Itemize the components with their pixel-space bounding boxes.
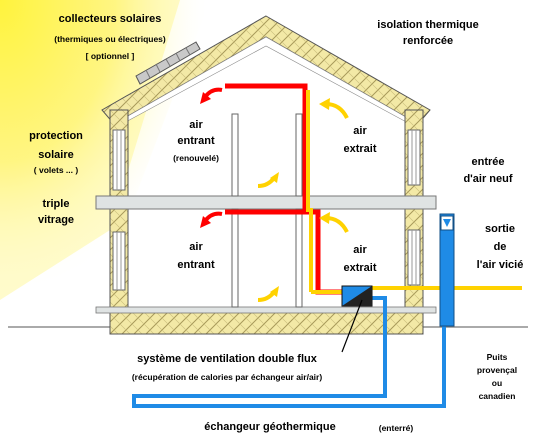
solar-optional-label: [ optionnel ] [86,51,135,61]
air-out-bottom-label-2: extrait [343,262,376,274]
yellow-curved-arrow-icon [257,176,276,188]
fresh-air-intake [439,213,455,327]
air-in-bottom-label-1: air [189,241,203,253]
red-curved-arrow-icon [203,211,223,223]
triple-glazing-right [407,129,421,286]
air-out-top-label-1: air [353,125,367,137]
air-out-bottom-label-1: air [353,244,367,256]
air-in-bottom-label-2: entrant [177,259,215,271]
air-out-top-label-2: extrait [343,143,376,155]
supply-duct [225,83,342,295]
solar-collectors-label: collecteurs solaires [59,13,162,25]
fresh-air-duct [132,296,446,408]
triple-glazing-label-1: triple [43,198,70,210]
foundation [109,311,424,335]
labels: collecteurs solaires (thermiques ou élec… [29,13,523,433]
floor-slab [95,195,437,210]
insulation-label-1: isolation thermique [377,19,478,31]
air-in-top-label-3: (renouvelé) [173,153,219,163]
protection-label-3: ( volets ... ) [34,165,79,175]
extract-duct [306,90,342,294]
red-curved-arrow-icon [203,87,223,99]
buried-label: (enterré) [379,423,414,433]
well-label-4: canadien [479,391,516,401]
fresh-air-label-2: d'air neuf [463,173,512,185]
ventilation-subtitle: (récupération de calories par échangeur … [132,372,323,382]
well-label-1: Puits [487,352,508,362]
insulation-label-2: renforcée [403,35,453,47]
triple-glazing-left [112,129,126,291]
airflow-arrows [200,87,349,302]
triple-glazing-label-2: vitrage [38,214,74,226]
protection-label-1: protection [29,130,83,142]
interior-partitions [231,113,303,308]
air-in-top-label-2: entrant [177,135,215,147]
yellow-curved-arrow-icon [257,290,276,302]
well-label-3: ou [492,378,502,388]
protection-label-2: solaire [38,149,73,161]
sunlight [0,0,210,300]
solar-type-label: (thermiques ou électriques) [54,34,166,44]
heat-exchanger-icon [341,285,373,353]
solar-collector-panel [135,41,201,85]
well-label-2: provençal [477,365,517,375]
exhaust-label-2: de [494,241,507,253]
exhaust-label-1: sortie [485,223,515,235]
fresh-air-label-1: entrée [471,156,504,168]
air-in-top-label-1: air [189,119,203,131]
house [95,15,437,335]
ventilation-title: système de ventilation double flux [137,353,318,365]
geo-exchanger-label: échangeur géothermique [204,421,335,433]
exhaust-label-3: l'air vicié [477,259,524,271]
ducts [132,83,522,408]
